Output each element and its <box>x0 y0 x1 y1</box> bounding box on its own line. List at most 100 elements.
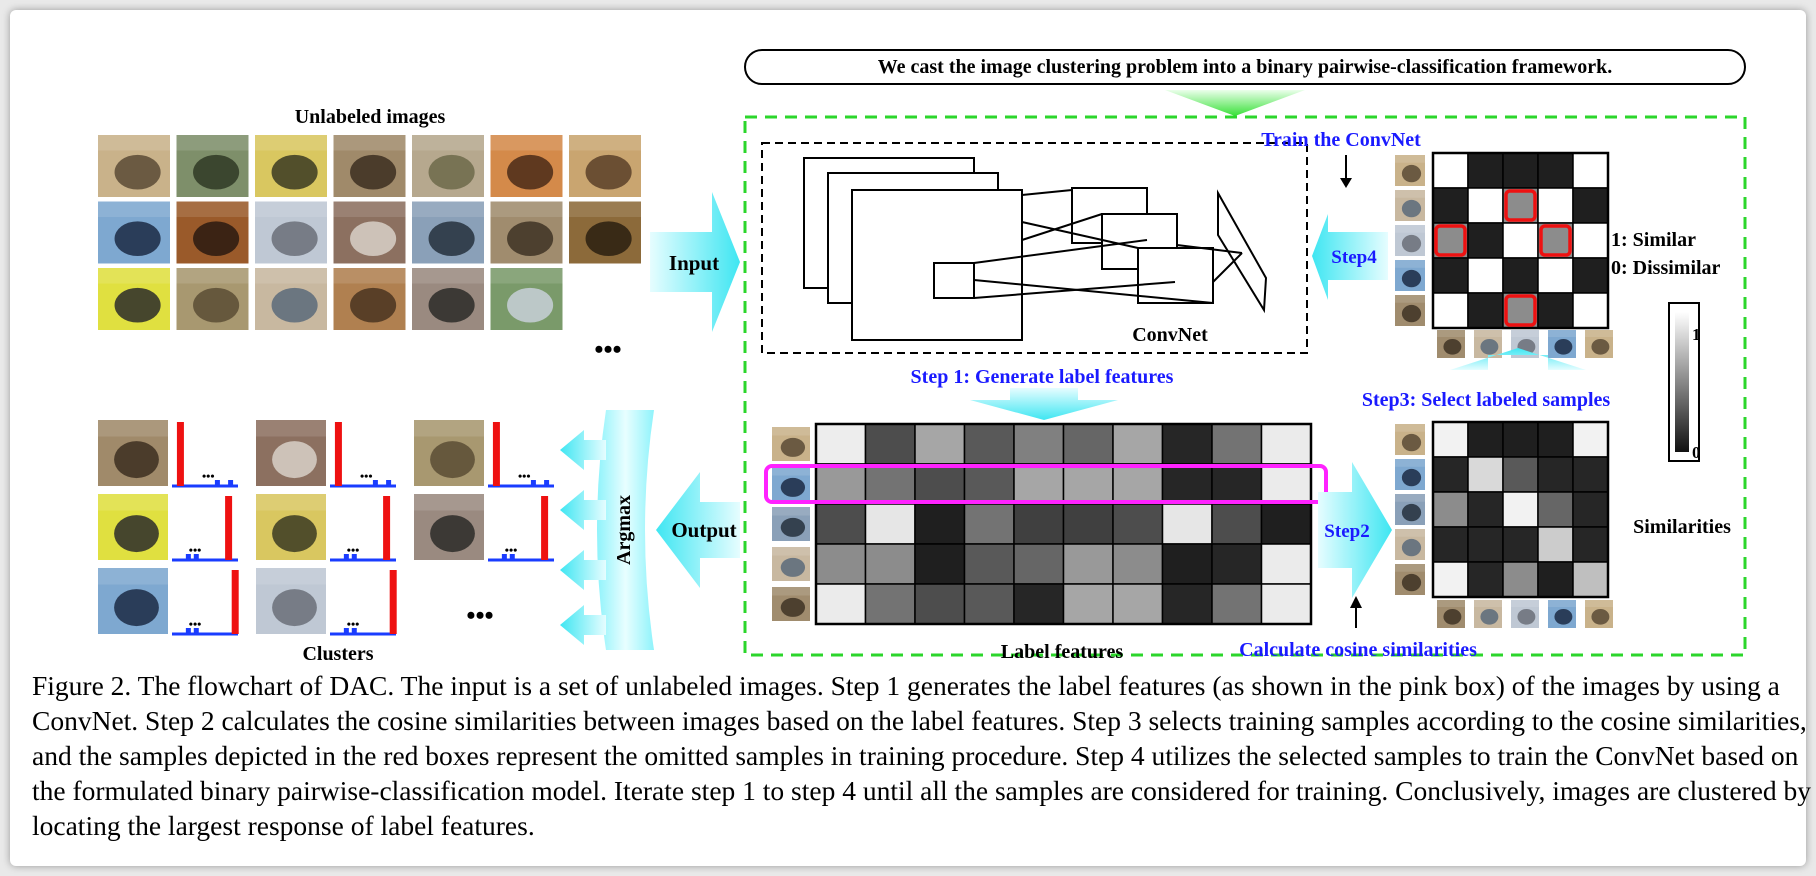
binary-cell <box>1572 222 1609 259</box>
label-feature-cell <box>1013 503 1065 545</box>
similarity-cell <box>1572 491 1609 528</box>
label-feature-thumbnails <box>772 427 810 621</box>
argmax-block <box>597 410 654 650</box>
label-feature-cell <box>1161 583 1213 625</box>
label-feature-cell <box>1211 463 1263 505</box>
step4-label: Step4 <box>1331 247 1377 268</box>
binary-cell <box>1572 257 1609 294</box>
step3-label: Step3: Select labeled samples <box>1362 389 1611 411</box>
histogram-peak-bar <box>176 422 184 486</box>
similarity-cell <box>1467 491 1504 528</box>
histogram-small-bar <box>509 554 515 560</box>
image-thumbnail <box>176 268 249 330</box>
label-feature-cell <box>1013 543 1065 585</box>
histogram-small-bar <box>228 480 234 486</box>
similarity-cell <box>1502 456 1539 493</box>
image-thumbnail <box>1395 295 1425 326</box>
histogram-small-bar <box>185 628 191 634</box>
omitted-sample-box <box>1504 294 1537 327</box>
convnet-label: ConvNet <box>1132 324 1208 346</box>
binary-cell <box>1432 187 1469 224</box>
image-thumbnail <box>256 568 326 634</box>
output-label: Output <box>671 518 736 542</box>
binary-cell <box>1502 257 1539 294</box>
image-thumbnail <box>1437 600 1465 628</box>
label-feature-cell <box>1211 543 1263 585</box>
binary-cell <box>1572 152 1609 189</box>
label-feature-cell <box>1161 503 1213 545</box>
image-thumbnail <box>1585 600 1613 628</box>
histogram-small-bar <box>193 628 199 634</box>
similarity-cell <box>1572 526 1609 563</box>
similarity-cell <box>1537 526 1574 563</box>
image-thumbnail <box>490 268 563 330</box>
pink-highlight-box <box>764 464 1328 504</box>
binary-cell <box>1572 187 1609 224</box>
binary-cell <box>1432 257 1469 294</box>
similarity-cell <box>1467 456 1504 493</box>
label-feature-border <box>814 422 1313 626</box>
image-thumbnail <box>569 201 641 264</box>
cosine-similarity-matrix <box>1431 420 1610 599</box>
label-feature-cell <box>963 543 1015 585</box>
similarity-cell <box>1502 526 1539 563</box>
image-thumbnail <box>412 135 484 197</box>
image-thumbnail <box>772 427 810 461</box>
image-thumbnail <box>1395 424 1425 455</box>
label-feature-cell <box>815 503 867 545</box>
label-feature-cell <box>1013 583 1065 625</box>
image-thumbnail <box>98 568 168 634</box>
step2-label: Step2 <box>1324 521 1369 542</box>
similarity-cell <box>1502 421 1539 458</box>
binary-cell <box>1537 152 1574 189</box>
image-thumbnail <box>1395 529 1425 560</box>
label-feature-cell <box>1260 503 1312 545</box>
binary-row-thumbnails <box>1395 155 1425 326</box>
similarity-cell <box>1502 491 1539 528</box>
label-feature-cell <box>914 503 966 545</box>
histogram-ellipsis: ••• <box>347 617 360 631</box>
label-feature-cell <box>963 463 1015 505</box>
label-feature-cell <box>815 463 867 505</box>
image-thumbnail <box>772 587 810 621</box>
similarity-cell <box>1572 421 1609 458</box>
train-pointer-head <box>1340 178 1352 188</box>
omitted-sample-box <box>1434 224 1467 257</box>
similarity-cell <box>1502 561 1539 598</box>
binary-border <box>1431 151 1610 330</box>
image-thumbnail <box>412 201 484 264</box>
clusters-ellipsis: ••• <box>466 601 493 630</box>
image-thumbnail <box>98 420 168 486</box>
image-thumbnail <box>1474 330 1502 358</box>
step1-label: Step 1: Generate label features <box>911 366 1174 388</box>
similarities-label: Similarities <box>1633 516 1731 538</box>
similarity-cell <box>1537 491 1574 528</box>
histogram-small-bar <box>193 554 199 560</box>
legend-dissimilar: 0: Dissimilar <box>1611 257 1721 279</box>
label-feature-cell <box>1062 463 1114 505</box>
image-thumbnail <box>255 201 327 264</box>
clusters-title: Clusters <box>302 643 373 665</box>
input-arrow <box>650 192 740 332</box>
image-thumbnail <box>1474 600 1502 628</box>
label-feature-cell <box>864 423 916 465</box>
input-label: Input <box>669 251 719 275</box>
image-thumbnail <box>255 268 327 330</box>
histogram-peak-bar <box>225 496 233 560</box>
binary-cell <box>1502 222 1539 259</box>
image-thumbnail <box>1585 330 1613 358</box>
label-feature-cell <box>1161 543 1213 585</box>
image-thumbnail <box>772 507 810 541</box>
label-feature-cell <box>914 423 966 465</box>
figure-caption: Figure 2. The flowchart of DAC. The inpu… <box>32 670 1812 841</box>
image-thumbnail <box>414 420 484 486</box>
histogram-ellipsis: ••• <box>518 469 531 483</box>
cosine-pointer-head <box>1350 596 1362 608</box>
label-features-title: Label features <box>1001 641 1124 663</box>
histogram-ellipsis: ••• <box>347 543 360 557</box>
label-feature-cell <box>1112 543 1164 585</box>
unlabeled-images-title: Unlabeled images <box>295 106 446 128</box>
similarity-cell <box>1467 526 1504 563</box>
similarity-cell <box>1572 561 1609 598</box>
label-feature-cell <box>1112 583 1164 625</box>
